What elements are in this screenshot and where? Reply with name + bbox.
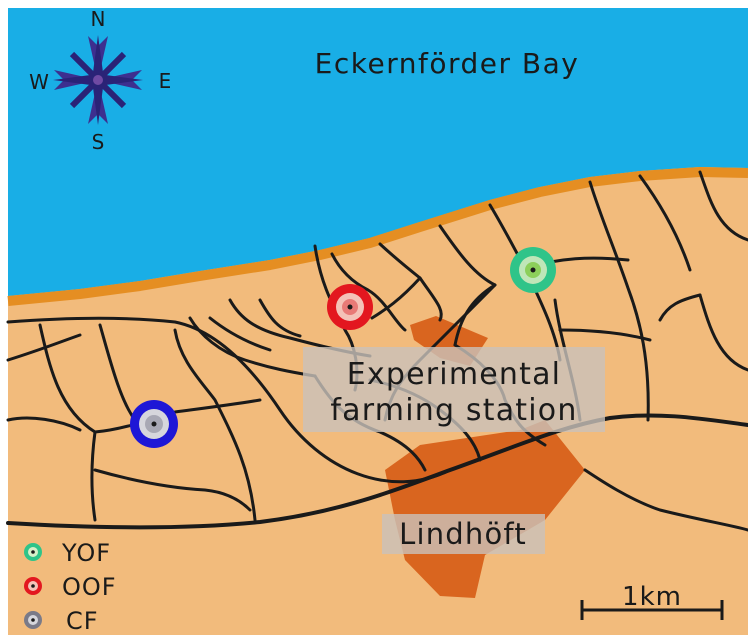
station-label-line2: farming station	[330, 393, 577, 428]
legend-label-yof: YOF	[61, 539, 111, 567]
station-label-line1: Experimental	[347, 357, 561, 392]
village-label: Lindhöft	[399, 517, 527, 551]
sea-area	[8, 8, 748, 296]
legend-item-yof: YOF	[24, 539, 111, 567]
legend-item-oof: OOF	[24, 573, 117, 601]
village-label-box	[382, 514, 545, 554]
legend-label-oof: OOF	[62, 573, 117, 601]
scale-bar	[580, 600, 724, 620]
compass-north: N	[91, 7, 106, 31]
station-label-box	[303, 347, 605, 432]
legend-label-cf: CF	[66, 607, 99, 635]
compass-rose-icon	[53, 35, 143, 125]
compass-west: W	[29, 70, 49, 94]
site-marker-oof[interactable]	[327, 284, 373, 330]
compass-east: E	[159, 69, 172, 93]
site-marker-cf[interactable]	[130, 400, 178, 448]
coastline	[7, 167, 748, 306]
compass-south: S	[92, 130, 105, 154]
road-network	[6, 170, 748, 532]
legend-item-cf: CF	[24, 607, 99, 635]
site-marker-yof[interactable]	[510, 247, 556, 293]
bay-label: Eckernförder Bay	[315, 47, 580, 80]
legend: YOF OOF CF	[24, 539, 117, 635]
scale-bar-label: 1km	[622, 582, 682, 612]
